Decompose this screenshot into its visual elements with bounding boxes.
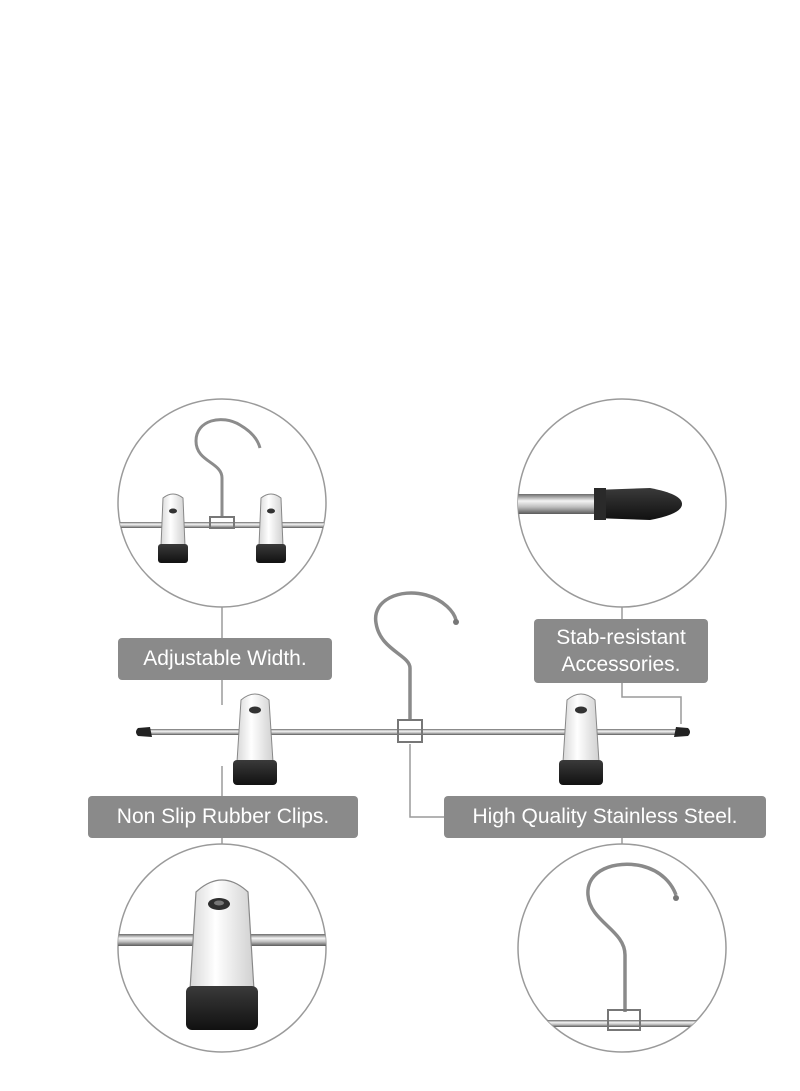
adjustable-width-label: Adjustable Width. — [118, 638, 332, 680]
non-slip-clips-label: Non Slip Rubber Clips. — [88, 796, 358, 838]
stainless-steel-label: High Quality Stainless Steel. — [444, 796, 766, 838]
stab-resistant-text-line1: Stab-resistant — [556, 626, 686, 649]
detail-circle-adjustable — [117, 398, 327, 608]
detail-circle-stainless-hook — [517, 843, 727, 1053]
stab-resistant-label: Stab-resistant Accessories. — [534, 619, 708, 683]
connector-lines — [221, 607, 682, 844]
detail-circle-end-cap — [517, 398, 727, 608]
stab-resistant-text-line2: Accessories. — [561, 653, 681, 676]
hanger-main — [136, 591, 690, 785]
detail-circle-rubber-clip — [117, 843, 327, 1053]
adjustable-width-text: Adjustable Width. — [143, 647, 307, 670]
non-slip-clips-text: Non Slip Rubber Clips. — [116, 805, 330, 828]
stainless-steel-text: High Quality Stainless Steel. — [472, 805, 738, 828]
